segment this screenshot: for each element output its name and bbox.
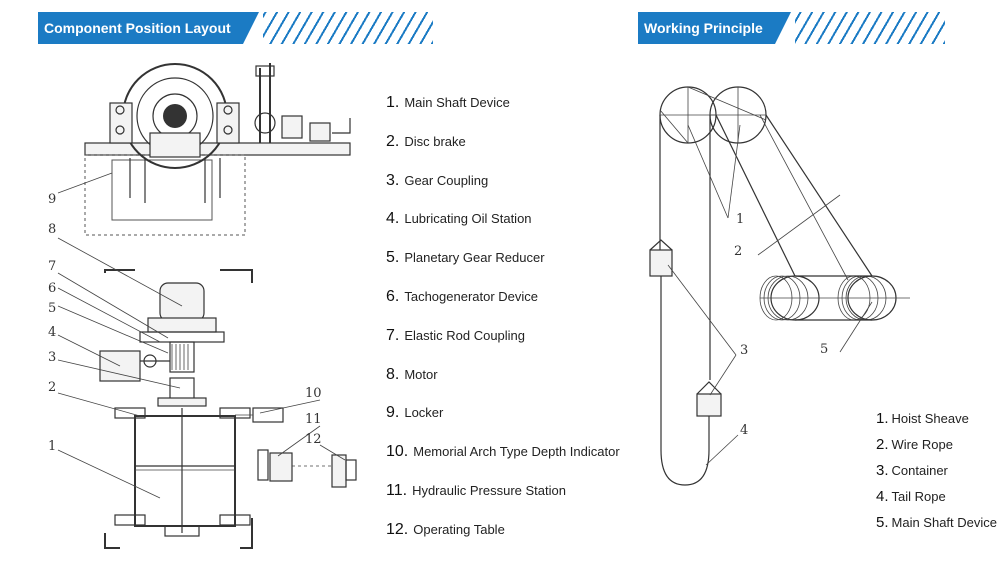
- principle-legend: 1.Hoist Sheave 2.Wire Rope 3.Container 4…: [876, 410, 997, 540]
- list-item: 6.Tachogenerator Device: [386, 288, 620, 327]
- callout-5: 5: [48, 301, 56, 316]
- item-label: Motor: [404, 366, 438, 382]
- list-item: 3.Gear Coupling: [386, 172, 620, 211]
- item-label: Main Shaft Device: [404, 95, 510, 110]
- principle-callout-1: 1: [736, 212, 744, 227]
- item-number: 12.: [386, 520, 409, 538]
- elevation-view: [84, 63, 351, 236]
- list-item: 7.Elastic Rod Coupling: [386, 327, 620, 366]
- working-principle-title: Working Principle: [638, 12, 791, 44]
- item-number: 3.: [876, 462, 889, 479]
- component-layout-drawing: 9 8 7 6 5 4 3 2 1 10 11 12: [48, 63, 357, 549]
- item-label: Planetary Gear Reducer: [404, 250, 545, 266]
- item-label: Tail Rope: [891, 489, 946, 504]
- item-label: Operating Table: [413, 521, 505, 537]
- item-number: 5.: [876, 514, 889, 531]
- item-number: 3.: [386, 171, 400, 189]
- component-layout-title: Component Position Layout: [38, 12, 259, 44]
- item-number: 1.: [386, 94, 400, 111]
- item-number: 4.: [876, 488, 889, 505]
- header-hatch-decoration: [262, 12, 433, 44]
- list-item: 2.Wire Rope: [876, 436, 997, 462]
- hoist-sheaves: [659, 86, 767, 144]
- callout-2: 2: [48, 380, 56, 395]
- item-number: 2.: [876, 436, 889, 453]
- item-label: Disc brake: [404, 133, 466, 149]
- callout-11: 11: [305, 412, 322, 427]
- item-number: 6.: [386, 287, 400, 305]
- item-label: Memorial Arch Type Depth Indicator: [413, 444, 620, 460]
- item-number: 1.: [876, 410, 889, 427]
- callout-8: 8: [48, 222, 56, 237]
- list-item: 5.Main Shaft Device: [876, 514, 997, 540]
- list-item: 12.Operating Table: [386, 521, 620, 560]
- list-item: 3.Container: [876, 462, 997, 488]
- item-label: Locker: [404, 405, 444, 421]
- working-principle-header: Working Principle: [638, 12, 945, 44]
- callout-12: 12: [305, 432, 322, 447]
- list-item: 1. Main Shaft Device: [386, 94, 620, 133]
- item-label: Wire Rope: [891, 437, 953, 452]
- leader-lines: [57, 172, 346, 499]
- principle-callout-3: 3: [740, 343, 748, 358]
- list-item: 10.Memorial Arch Type Depth Indicator: [386, 443, 620, 482]
- item-number: 5.: [386, 249, 400, 267]
- item-number: 2.: [386, 132, 400, 150]
- item-number: 4.: [386, 210, 400, 228]
- list-item: 1.Hoist Sheave: [876, 410, 997, 436]
- item-label: Gear Coupling: [404, 172, 489, 188]
- item-number: 9.: [386, 404, 400, 422]
- callout-9: 9: [48, 192, 56, 207]
- callout-7: 7: [48, 259, 56, 274]
- header-hatch-decoration: [794, 12, 945, 44]
- component-layout-header: Component Position Layout: [38, 12, 433, 44]
- item-label: Hydraulic Pressure Station: [412, 482, 566, 498]
- list-item: 5.Planetary Gear Reducer: [386, 249, 620, 288]
- list-item: 4.Lubricating Oil Station: [386, 210, 620, 249]
- principle-callout-4: 4: [740, 423, 748, 438]
- principle-leaders: [667, 124, 873, 466]
- list-item: 8.Motor: [386, 366, 620, 405]
- callout-3: 3: [48, 350, 56, 365]
- item-label: Lubricating Oil Station: [404, 211, 532, 227]
- principle-callout-5: 5: [820, 342, 828, 357]
- callout-4: 4: [48, 325, 56, 340]
- plan-view: [99, 282, 357, 537]
- working-principle-diagram: 1 2 3 4 5: [649, 86, 910, 486]
- list-item: 9.Locker: [386, 404, 620, 443]
- containers: [649, 239, 722, 486]
- callout-10: 10: [305, 386, 322, 401]
- principle-callout-2: 2: [734, 244, 742, 259]
- list-item: 2.Disc brake: [386, 133, 620, 172]
- item-label: Main Shaft Device: [891, 515, 998, 530]
- item-label: Hoist Sheave: [891, 411, 969, 426]
- main-shaft-drum: [759, 275, 910, 321]
- item-label: Elastic Rod Coupling: [404, 327, 526, 343]
- item-number: 10.: [386, 443, 409, 461]
- item-number: 11.: [386, 481, 408, 499]
- list-item: 4.Tail Rope: [876, 488, 997, 514]
- item-label: Tachogenerator Device: [404, 288, 539, 304]
- item-number: 8.: [386, 365, 400, 383]
- component-legend: 1. Main Shaft Device 2.Disc brake 3.Gear …: [386, 94, 620, 560]
- callout-6: 6: [48, 281, 56, 296]
- callout-1: 1: [48, 439, 56, 454]
- list-item: 11.Hydraulic Pressure Station: [386, 482, 620, 521]
- wire-ropes: [659, 114, 873, 380]
- item-number: 7.: [386, 326, 400, 344]
- item-label: Container: [891, 463, 948, 478]
